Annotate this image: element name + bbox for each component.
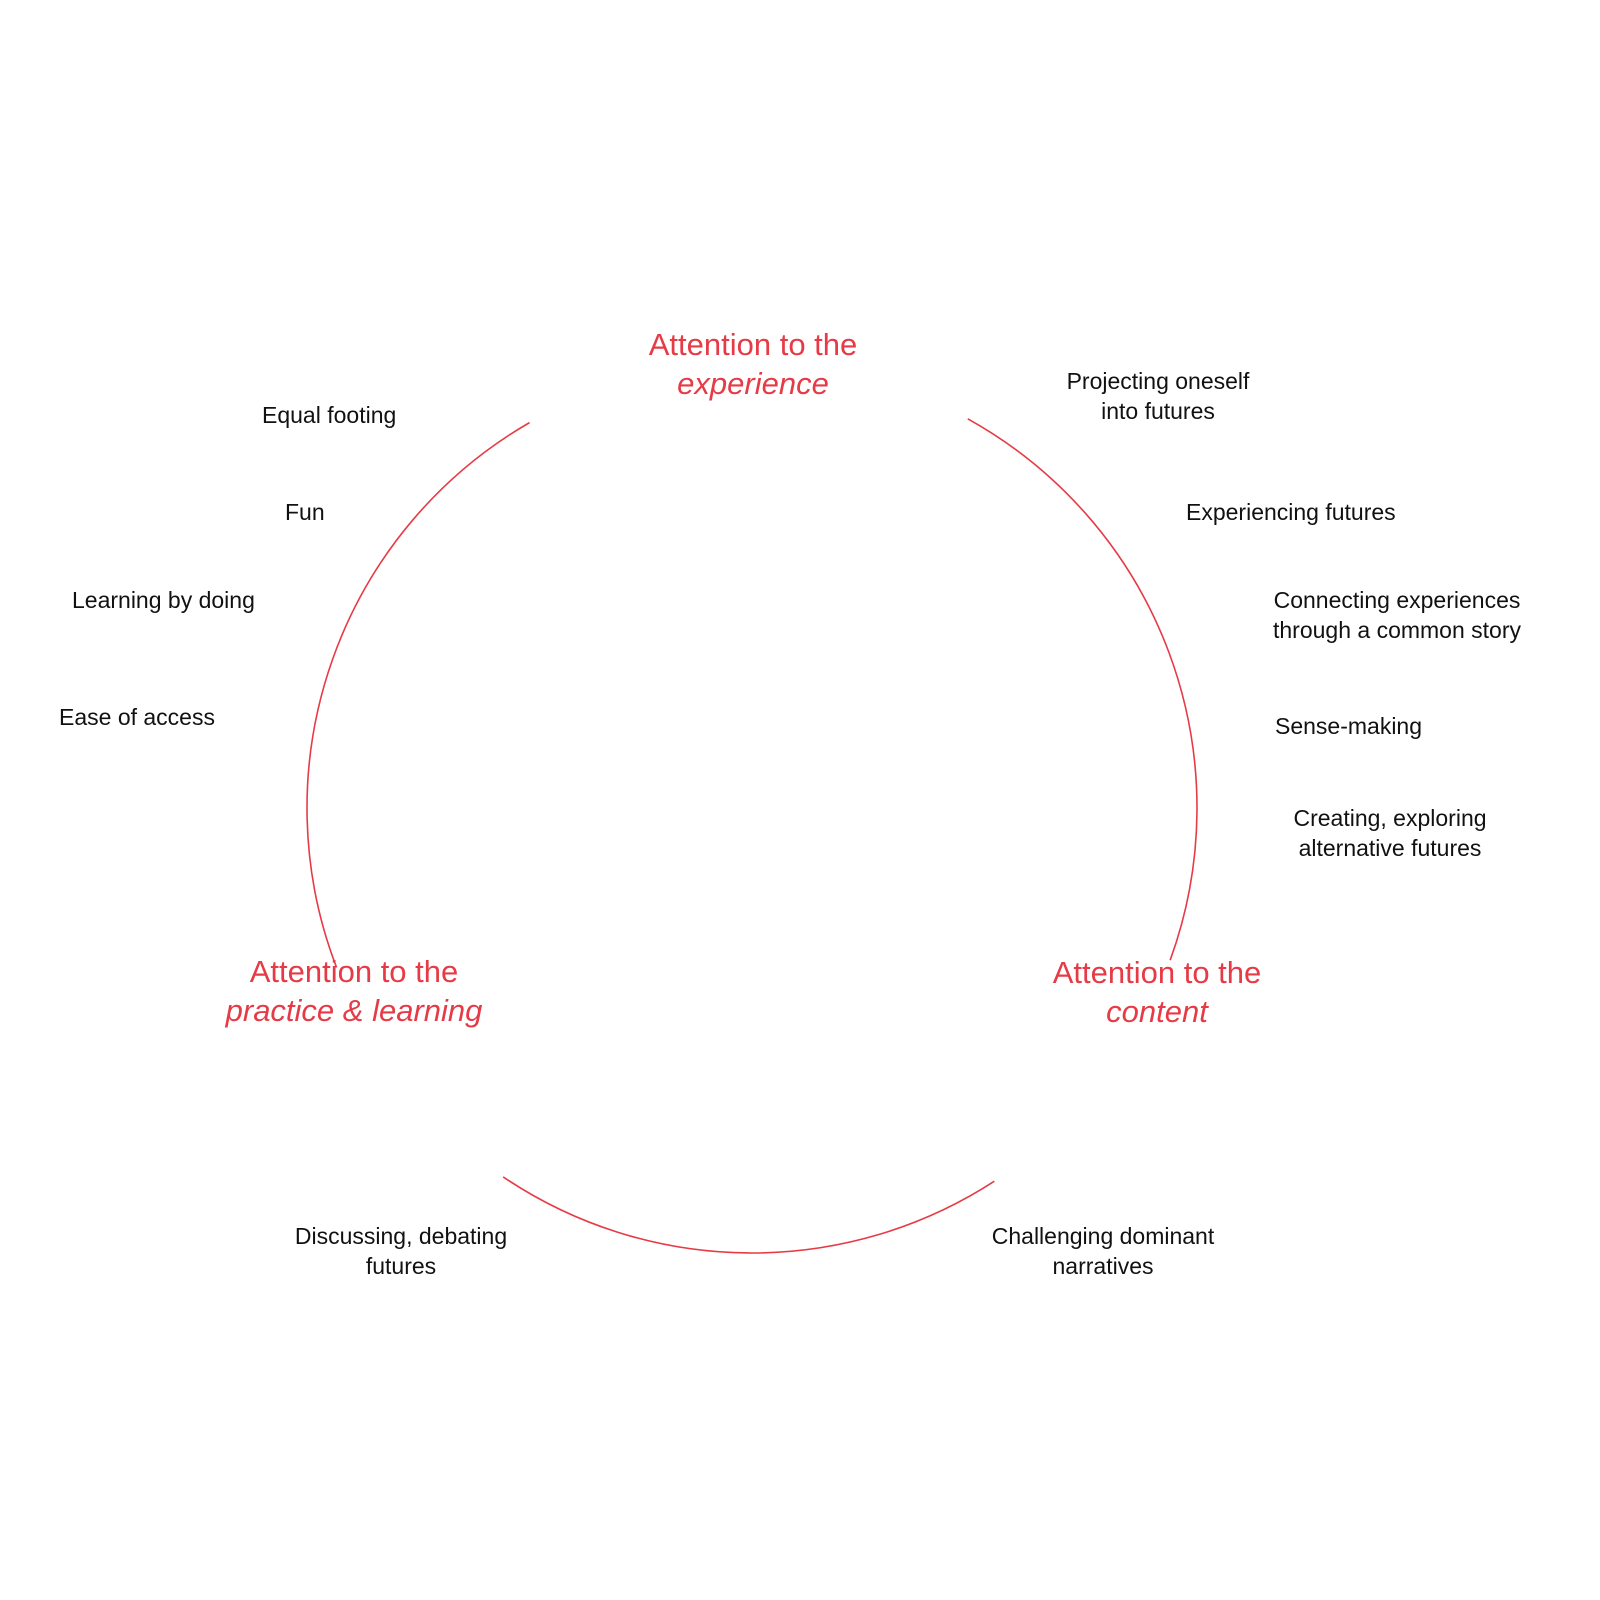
hub-label-content: Attention to the content <box>1053 953 1262 1031</box>
hub-experience-line2: experience <box>677 366 829 401</box>
arc-practice-to-experience <box>306 421 530 968</box>
note-creating-line2: alternative futures <box>1298 835 1482 861</box>
note-discussing-line1: Discussing, debating <box>294 1223 508 1249</box>
note-sense-making: Sense-making <box>1275 713 1423 739</box>
note-connecting-line2: through a common story <box>1272 617 1522 643</box>
hub-practice-line1: Attention to the <box>249 954 459 989</box>
note-ease-of-access: Ease of access <box>59 704 215 730</box>
note-challenging-line2: narratives <box>1052 1253 1154 1279</box>
note-projecting: Projecting oneself into futures <box>1067 366 1250 426</box>
note-creating: Creating, exploring alternative futures <box>1293 803 1486 863</box>
note-challenging: Challenging dominant narratives <box>992 1221 1215 1281</box>
hub-content-line1: Attention to the <box>1052 955 1262 990</box>
note-fun: Fun <box>285 499 325 525</box>
note-discussing: Discussing, debating futures <box>295 1221 507 1281</box>
note-projecting-line2: into futures <box>1101 398 1215 424</box>
hub-label-experience: Attention to the experience <box>649 325 858 403</box>
arc-experience-to-content <box>967 418 1198 961</box>
cycle-circle <box>306 418 1198 1254</box>
note-connecting-line1: Connecting experiences <box>1273 587 1521 613</box>
note-challenging-line1: Challenging dominant <box>991 1223 1215 1249</box>
hub-experience-line1: Attention to the <box>648 327 858 362</box>
note-creating-line1: Creating, exploring <box>1293 805 1487 831</box>
note-experiencing: Experiencing futures <box>1186 499 1396 525</box>
arc-content-to-practice <box>502 1176 995 1254</box>
note-learning-by-doing: Learning by doing <box>72 587 255 613</box>
note-connecting: Connecting experiences through a common … <box>1273 585 1521 645</box>
hub-practice-line2: practice & learning <box>225 993 483 1028</box>
hub-label-practice: Attention to the practice & learning <box>226 952 483 1030</box>
note-discussing-line2: futures <box>365 1253 437 1279</box>
note-projecting-line1: Projecting oneself <box>1066 368 1250 394</box>
note-equal-footing: Equal footing <box>262 402 397 428</box>
hub-content-line2: content <box>1106 994 1208 1029</box>
